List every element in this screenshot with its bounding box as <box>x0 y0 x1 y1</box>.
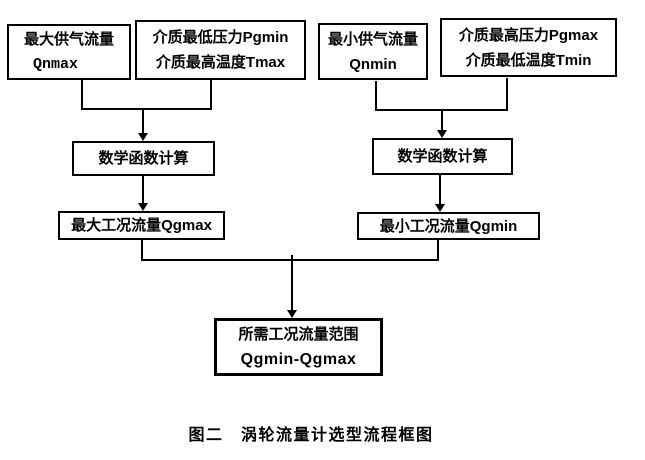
box-min-supply-flow-line2: Qnmin <box>349 55 397 73</box>
box-result-line1: 所需工况流量范围 <box>238 326 359 343</box>
box-required-flow-range: 所需工况流量范围 Qgmin-Qgmax <box>214 318 383 376</box>
box-min-working-flow-qgmin: 最小工况流量Qgmin <box>357 212 540 240</box>
figure-caption: 图二 涡轮流量计选型流程框图 <box>188 427 434 444</box>
box-math-right-label: 数学函数计算 <box>397 148 488 165</box>
box-medium-min-pressure-line1: 介质最低压力Pgmin <box>152 29 289 46</box>
bottom-merge-connector <box>141 240 439 311</box>
box-math-left-label: 数学函数计算 <box>98 150 189 167</box>
box-result-line2: Qgmin-Qgmax <box>240 351 357 368</box>
box-qgmax-label: 最大工况流量Qgmax <box>71 217 212 234</box>
box-medium-max-pressure-min-temp: 介质最高压力Pgmax 介质最低温度Tmin <box>440 18 617 77</box>
box-max-working-flow-qgmax: 最大工况流量Qgmax <box>58 211 225 240</box>
box-math-function-calc-right: 数学函数计算 <box>372 138 513 175</box>
box-medium-min-pressure-max-temp: 介质最低压力Pgmin 介质最高温度Tmax <box>135 20 306 80</box>
box-max-supply-flow: 最大供气流量 Qnmax <box>7 24 131 80</box>
box-max-supply-flow-line1: 最大供气流量 <box>23 31 114 48</box>
arrowhead-right-into-math <box>437 130 447 138</box>
box-max-supply-flow-line2: Qnmax <box>33 56 79 73</box>
box-min-supply-flow: 最小供气流量 Qnmin <box>318 23 428 80</box>
arrowhead-into-qgmax <box>138 203 148 211</box>
box-math-function-calc-left: 数学函数计算 <box>72 141 215 176</box>
arrowhead-into-result <box>287 310 297 318</box>
box-qgmin-label: 最小工况流量Qgmin <box>379 217 518 235</box>
box-medium-min-pressure-line2: 介质最高温度Tmax <box>155 54 286 71</box>
box-medium-max-pressure-line2: 介质最低温度Tmin <box>465 51 592 69</box>
box-min-supply-flow-line1: 最小供气流量 <box>327 30 418 48</box>
arrowhead-into-qgmin <box>435 204 445 212</box>
left-top-merge-connector <box>81 80 212 134</box>
arrowhead-left-into-math <box>138 133 148 141</box>
box-medium-max-pressure-line1: 介质最高压力Pgmax <box>458 26 599 44</box>
right-top-merge-connector <box>375 78 508 131</box>
